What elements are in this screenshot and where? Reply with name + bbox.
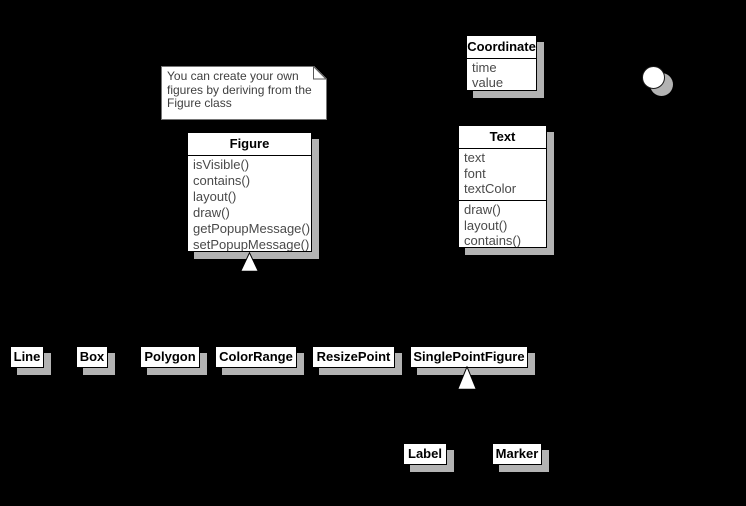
member-row: draw() (193, 205, 230, 220)
class-marker[interactable]: Marker (492, 443, 542, 465)
class-marker-title: Marker (495, 446, 539, 461)
member-row: contains() (464, 233, 522, 248)
member-row: isVisible() (193, 157, 250, 172)
class-resizepoint-title: ResizePoint (316, 349, 391, 364)
class-figure-methods: isVisible()contains()layout()draw()getPo… (188, 156, 311, 252)
class-colorrange-title: ColorRange (219, 349, 293, 364)
class-figure[interactable]: Figure isVisible()contains()layout()draw… (187, 132, 312, 252)
class-label[interactable]: Label (403, 443, 447, 465)
class-colorrange[interactable]: ColorRange (215, 346, 297, 368)
class-figure-title: Figure (188, 133, 311, 156)
class-polygon[interactable]: Polygon (140, 346, 200, 368)
class-text-methods: draw()layout()contains() (459, 200, 546, 248)
member-row: font (464, 165, 486, 181)
member-row: setPopupMessage() (193, 237, 310, 252)
class-resizepoint[interactable]: ResizePoint (312, 346, 395, 368)
class-coordinate-title: Coordinate (467, 36, 536, 59)
member-row: contains() (193, 173, 251, 188)
class-text-title: Text (459, 126, 546, 149)
class-line[interactable]: Line (10, 346, 44, 368)
note-annotation[interactable]: You can create your own figures by deriv… (161, 66, 327, 120)
inheritance-arrow-figure-icon (240, 252, 259, 272)
member-row: draw() (464, 202, 501, 217)
interface-lollipop-circle-icon[interactable] (642, 66, 665, 89)
class-polygon-title: Polygon (144, 349, 196, 364)
member-row: layout() (193, 189, 237, 204)
class-label-title: Label (408, 446, 442, 461)
class-box[interactable]: Box (76, 346, 108, 368)
class-box-title: Box (79, 349, 105, 364)
class-singlepointfigure[interactable]: SinglePointFigure (410, 346, 528, 368)
inheritance-arrow-singlepointfigure-icon (457, 366, 477, 390)
member-row: time (472, 60, 497, 75)
member-row: value (472, 75, 504, 90)
member-row: text (464, 150, 485, 165)
class-line-title: Line (13, 349, 41, 364)
member-row: textColor (464, 181, 517, 196)
member-row: getPopupMessage() (193, 221, 311, 236)
class-singlepointfigure-title: SinglePointFigure (413, 349, 525, 364)
note-text: You can create your own figures by deriv… (167, 69, 312, 110)
member-row: layout() (464, 217, 508, 233)
